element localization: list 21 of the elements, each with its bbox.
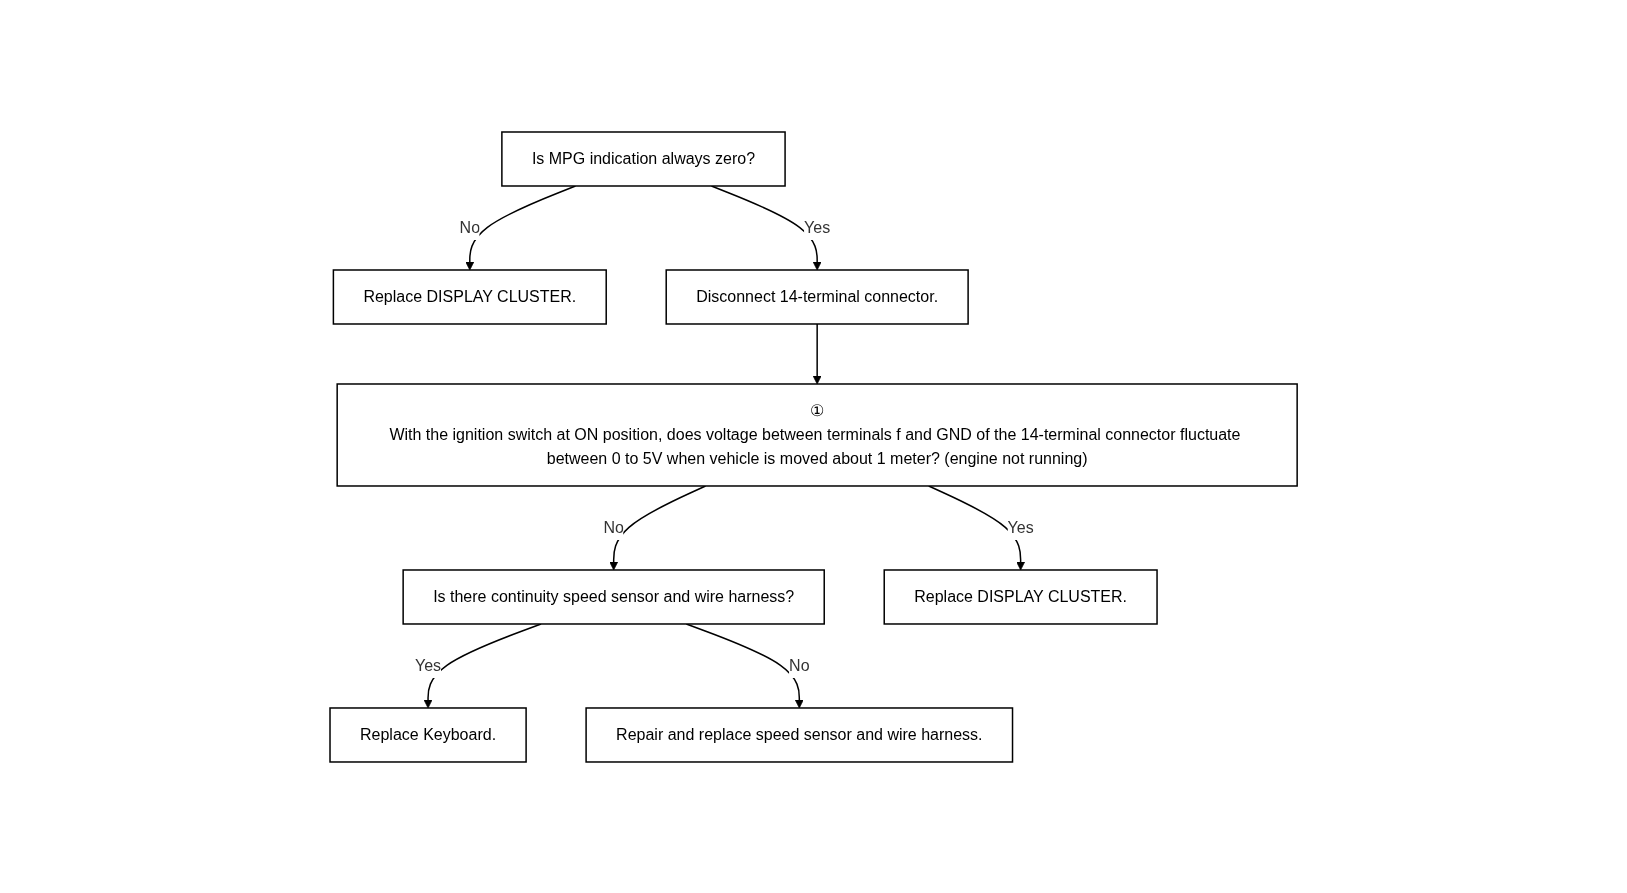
node-box: Replace Keyboard.: [329, 706, 527, 763]
node-box: Is MPG indication always zero?: [501, 130, 786, 187]
edge-label: Yes: [414, 656, 442, 674]
arrow: [812, 322, 822, 384]
arrow: [927, 484, 1025, 570]
edge-label: Yes: [804, 218, 831, 236]
arrow: [609, 484, 707, 570]
node-box: Replace DISPLAY CLUSTER.: [883, 568, 1158, 625]
edge-label: Yes: [1007, 518, 1034, 536]
arrow: [423, 622, 542, 708]
arrow: [710, 184, 822, 270]
node-box: Repair and replace speed sensor and wire harness.: [585, 706, 1014, 763]
node-box: ① With the ignition switch at ON position, does voltage between terminals f and GND of the 14-terminal connector fluctuate between 0 to 5V when vehicle is moved about 1 meter? (engine not running): [336, 382, 1298, 487]
edge-label: No: [459, 218, 480, 236]
node-box: Replace DISPLAY CLUSTER.: [332, 268, 607, 325]
arrow: [685, 622, 804, 708]
edge-label: No: [789, 656, 810, 674]
node-box: Is there continuity speed sensor and wire harness?: [402, 568, 825, 625]
node-box: Disconnect 14-terminal connector.: [665, 268, 969, 325]
edge-label: No: [603, 518, 624, 536]
arrow: [465, 184, 577, 270]
